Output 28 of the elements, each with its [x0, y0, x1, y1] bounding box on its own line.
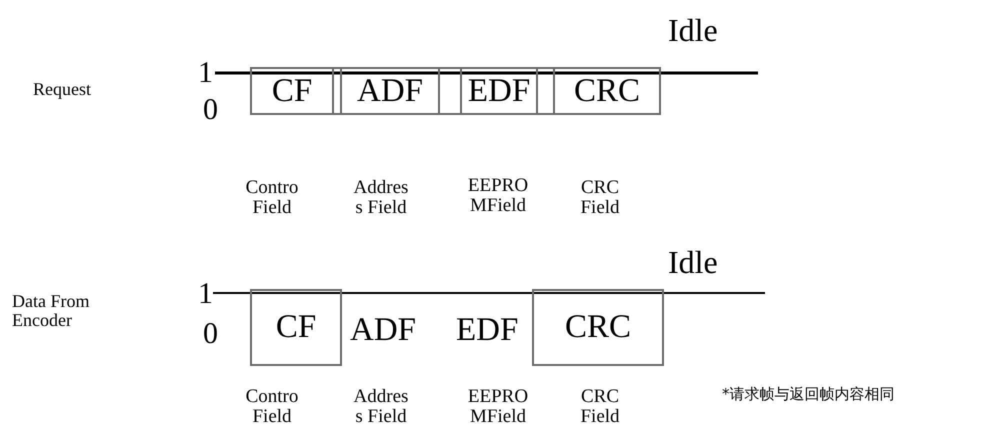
footnote: *请求帧与返回帧内容相同: [722, 385, 894, 403]
signal-name: Data From Encoder: [12, 292, 90, 330]
level-label: 0: [203, 93, 218, 126]
field-description: Addres s Field: [352, 178, 410, 218]
field-box: CF: [250, 67, 334, 115]
gap-box: [438, 67, 462, 115]
field-description: CRC Field: [579, 178, 621, 218]
gap-box: [332, 67, 342, 115]
field-description: CRC Field: [579, 387, 621, 427]
field-description: EEPRO MField: [466, 387, 530, 427]
field-box: CRC: [553, 67, 661, 115]
field-label: EDF: [456, 312, 518, 348]
field-label: ADF: [350, 312, 416, 348]
state-label: Idle: [668, 244, 718, 280]
signal-name: Request: [33, 79, 91, 99]
field-description: Contro Field: [244, 178, 300, 218]
field-description: EEPRO MField: [466, 176, 530, 216]
gap-box: [536, 67, 555, 115]
level-label: 0: [203, 317, 218, 350]
field-description: Addres s Field: [352, 387, 410, 427]
field-box: EDF: [460, 67, 538, 115]
field-box: ADF: [340, 67, 440, 115]
state-label: Idle: [668, 12, 718, 48]
field-description: Contro Field: [244, 387, 300, 427]
level-label: 1: [198, 56, 213, 89]
field-box: CF: [250, 289, 342, 366]
field-box: CRC: [532, 289, 664, 366]
level-label: 1: [198, 277, 213, 310]
